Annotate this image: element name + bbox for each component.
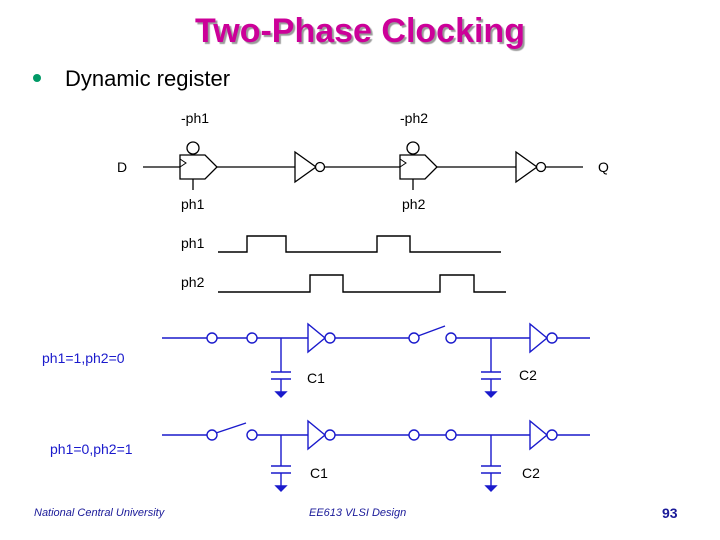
case1-cap1-label: C1	[307, 370, 325, 386]
ph2-waveform	[218, 274, 506, 293]
inverter1-symbol	[294, 150, 318, 184]
case2-inverter2	[529, 419, 549, 451]
inverter2-symbol	[515, 150, 539, 184]
case1-inverter1	[307, 322, 327, 354]
case1-switch2-open	[408, 332, 420, 344]
bullet-dot-icon	[33, 74, 41, 82]
case1-label: ph1=1,ph2=0	[42, 350, 125, 366]
ph1-waveform	[218, 235, 501, 253]
bullet-text: Dynamic register	[65, 66, 231, 91]
case2-inverter1	[307, 419, 327, 451]
latch2-top-label: -ph2	[400, 110, 429, 126]
case2-switch2-closed	[408, 429, 420, 441]
latch2-bottom-label: ph2	[402, 196, 426, 212]
case2-switch1-open	[206, 429, 218, 441]
input-label: D	[117, 159, 128, 175]
latch1-top-label: -ph1	[181, 110, 210, 126]
footer-course: EE613 VLSI Design	[309, 507, 407, 519]
footer-university: National Central University	[34, 507, 165, 519]
latch2-symbol	[399, 154, 438, 180]
case1-cap2-label: C2	[519, 367, 537, 383]
case2-cap1-label: C1	[310, 465, 328, 481]
case2-label: ph1=0,ph2=1	[50, 441, 133, 457]
latch1-bottom-label: ph1	[181, 196, 205, 212]
output-label: Q	[598, 159, 609, 175]
page-number: 93	[662, 505, 678, 521]
case2-cap2-label: C2	[522, 465, 540, 481]
case1-inverter2	[529, 322, 549, 354]
latch1-symbol	[179, 154, 218, 180]
slide-title: Two-Phase Clocking	[195, 12, 525, 50]
ph1-wave-label: ph1	[181, 235, 205, 251]
ph2-wave-label: ph2	[181, 274, 205, 290]
